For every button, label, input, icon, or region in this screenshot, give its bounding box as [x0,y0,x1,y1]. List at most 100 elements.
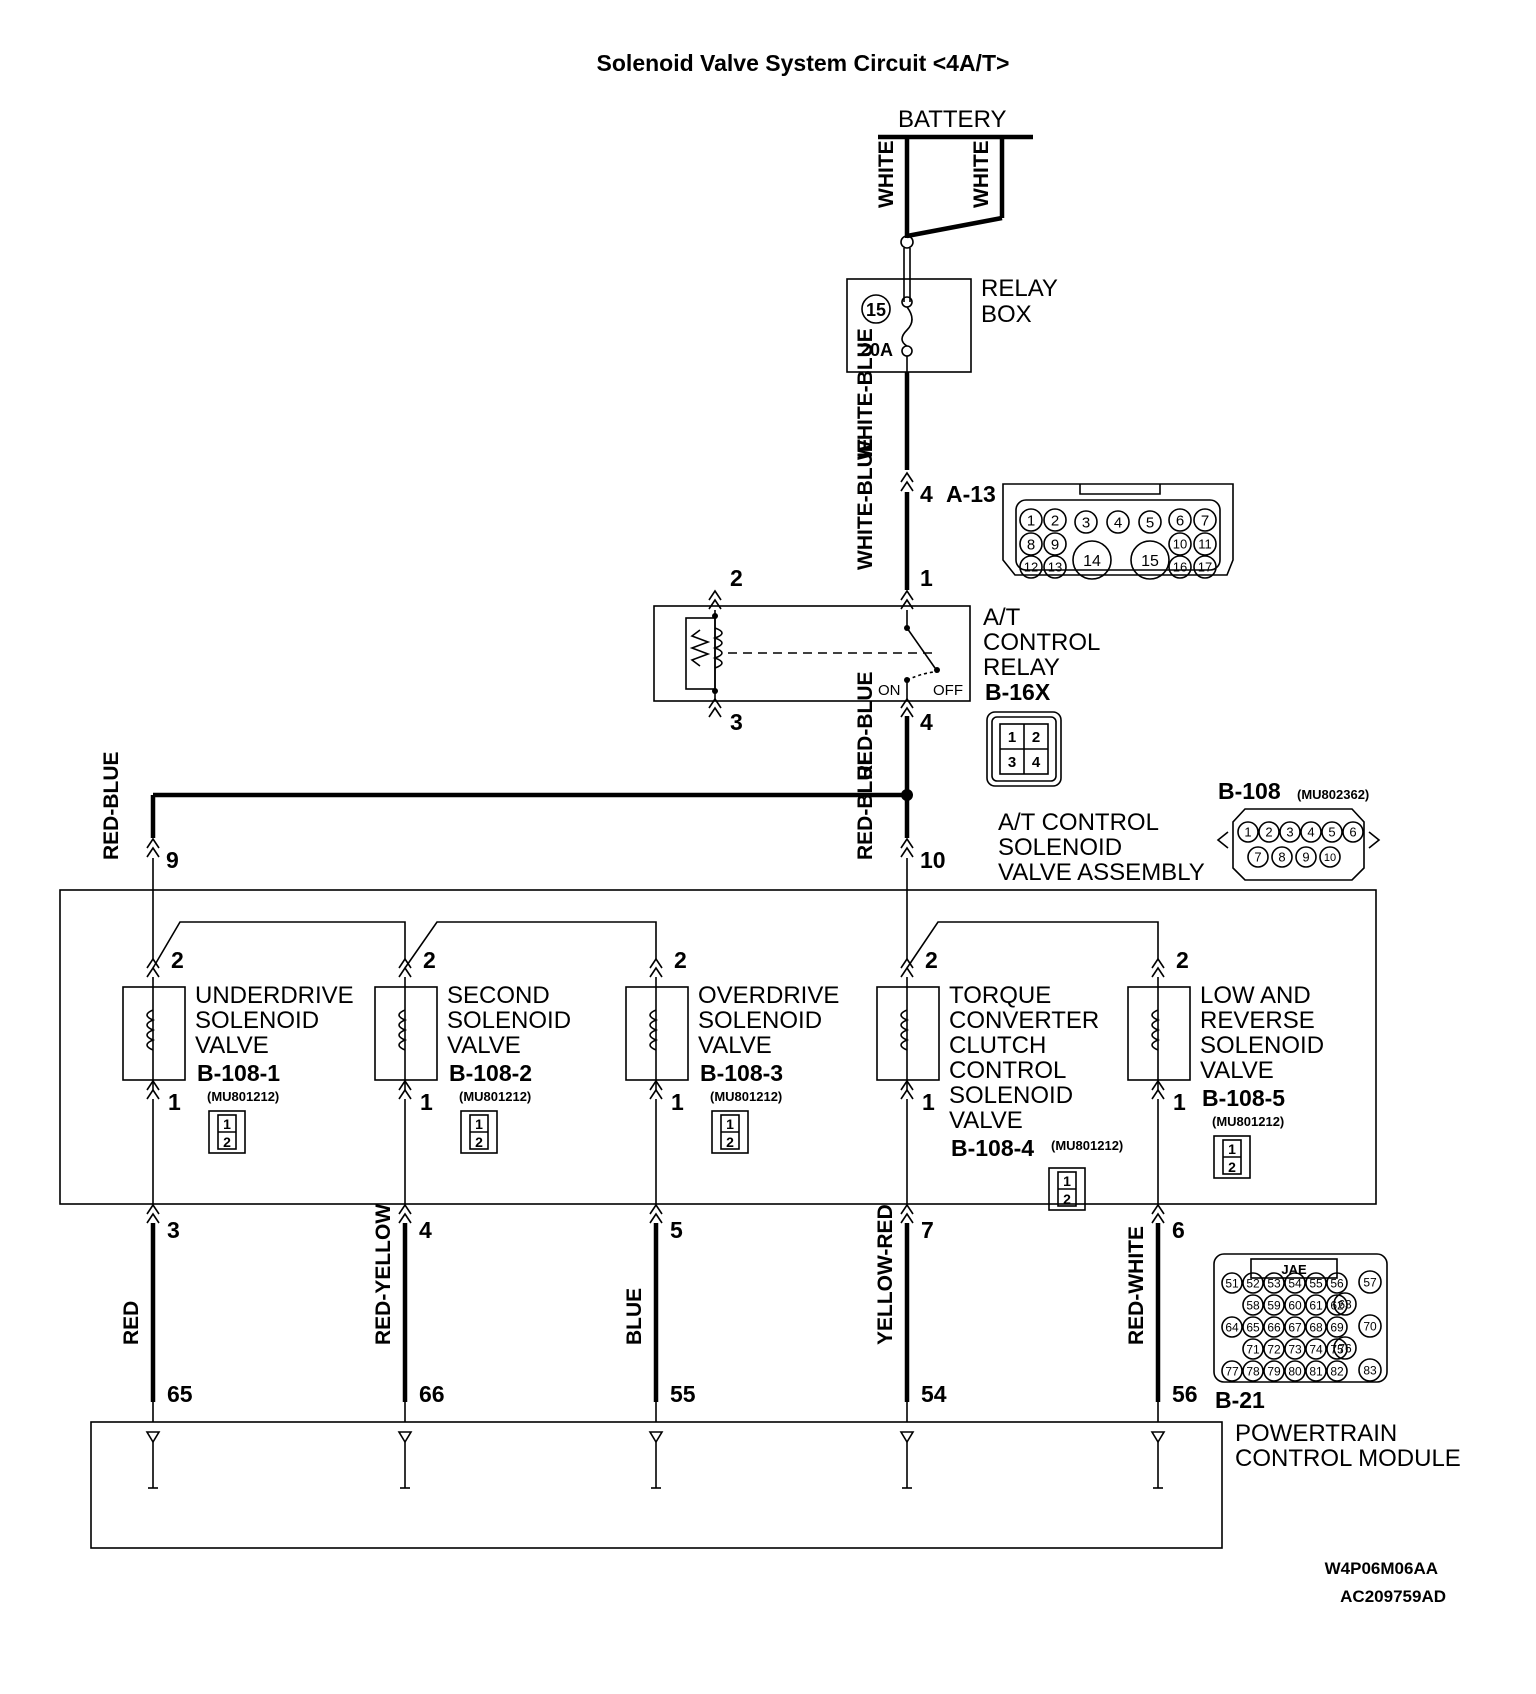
a13-pin-3: 3 [1082,514,1090,531]
valve-5-label-1: LOW AND [1200,982,1311,1009]
connector-arrow-b108-9 [146,838,160,858]
b108-pin-8-ring [1271,846,1293,868]
internal-bus-right [906,921,1159,969]
b21-pin-75-ring [1326,1338,1348,1360]
fuse-number: 15 [866,300,886,320]
valve-1-label-3: VALVE [195,1032,269,1059]
b21-pin-81: 81 [1309,1364,1323,1378]
valve-1-conn-pin-2: 2 [223,1134,231,1150]
a13-pin-6: 6 [1176,512,1184,529]
battery-wire-label-2: WHITE [970,140,993,208]
pcm-label-1: POWERTRAIN [1235,1420,1397,1447]
valve-2-conn-pin-1: 1 [475,1116,483,1132]
a13-pin-3-ring [1074,510,1098,534]
b108-pin-9: 9 [1302,850,1309,865]
valve-3-body [625,986,689,1081]
valve-1-label-1: UNDERDRIVE [195,982,354,1009]
b21-pin-80: 80 [1288,1364,1302,1378]
valve-3-pin-top: 2 [674,947,687,973]
relay-pin-4: 4 [920,709,933,735]
wire-label-red-blue-3: RED-BLUE [854,752,877,861]
pcm-terminal-icon [648,1431,664,1444]
b21-pin-78-ring [1242,1360,1264,1382]
a13-pin-1: 1 [1027,512,1035,529]
b21-pin-66: 66 [1267,1320,1281,1334]
valve-2-top-arrow [398,957,412,978]
connector-arrow-a13 [900,472,914,492]
valve-5-wire-label: RED-WHITE [1125,1226,1148,1345]
connector-a13-face [1002,483,1234,576]
a13-pin-12-ring [1019,555,1043,579]
valve-4: 21TORQUECONVERTERCLUTCHCONTROLSOLENOIDVA… [874,947,1123,1489]
a13-pin-11: 11 [1198,537,1212,552]
solenoid-valves: 21UNDERDRIVESOLENOIDVALVEB-108-1(MU80121… [120,947,1324,1489]
valve-1-part: (MU801212) [207,1089,279,1104]
valve-5-top-arrow [1151,957,1165,978]
valve-2-connector: B-108-2 [449,1060,532,1086]
assembly-label-3: VALVE ASSEMBLY [998,859,1205,886]
valve-5-body [1127,986,1191,1081]
valve-4-part: (MU801212) [1051,1138,1123,1153]
fuse-number-circle [861,294,891,324]
valve-4-connector: B-108-4 [951,1135,1034,1161]
b21-pin-79: 79 [1267,1364,1281,1378]
b108-pin-6-ring [1342,821,1364,843]
relay-pin-1: 1 [920,565,933,591]
b21-pin-68-ring [1305,1316,1327,1338]
valve-1-pin-top: 2 [171,947,184,973]
b21-pin-73: 73 [1288,1342,1302,1356]
b16x-pin-3: 3 [1008,754,1016,771]
b21-pin-83-ring [1358,1358,1382,1382]
b21-pin-56: 56 [1330,1276,1344,1290]
valve-1-pin-bottom: 1 [168,1089,181,1115]
pin-b108-9: 9 [166,847,179,873]
a13-pin-8-ring [1019,532,1043,556]
at-relay-label-1: A/T [983,604,1021,631]
b21-pin-65: 65 [1246,1320,1260,1334]
a13-pin-2: 2 [1051,512,1059,529]
fuse-terminal-bottom [901,345,913,357]
valve-2-part: (MU801212) [459,1089,531,1104]
valve-1-ecu-pin: 65 [167,1381,193,1407]
valve-3-top-arrow [649,957,663,978]
b21-pin-54: 54 [1288,1276,1302,1290]
drawing-code-1: W4P06M06AA [1325,1559,1438,1578]
valve-2-pin-bottom: 1 [420,1089,433,1115]
relay-on-label: ON [878,682,901,699]
b21-pin-82: 82 [1330,1364,1344,1378]
battery-wire-label-1: WHITE [875,140,898,208]
b21-pin-63-ring [1333,1292,1357,1316]
a13-pin-7: 7 [1201,512,1209,529]
b21-pin-77: 77 [1225,1364,1239,1378]
valve-5-bottom-arrow [1151,1079,1165,1100]
b21-pin-69-ring [1326,1316,1348,1338]
valve-1-conn-pin-1: 1 [223,1116,231,1132]
connector-b108-part: (MU802362) [1297,787,1369,802]
b21-pin-53-ring [1263,1272,1285,1294]
valve-3-label-3: VALVE [698,1032,772,1059]
valve-3: 21OVERDRIVESOLENOIDVALVEB-108-3(MU801212… [623,947,839,1489]
b21-pin-52-ring [1242,1272,1264,1294]
valve-2-body [374,986,438,1081]
valve-1-bottom-arrow [146,1079,160,1100]
b16x-pin-4: 4 [1032,754,1041,771]
relay-coil-icon [685,610,723,700]
b21-pin-83: 83 [1363,1363,1377,1377]
valve-4-body [876,986,940,1081]
valve-4-pin-bottom: 1 [922,1089,935,1115]
valve-2: 21SECONDSOLENOIDVALVEB-108-2(MU801212)12… [372,947,571,1489]
a13-pin-5: 5 [1146,514,1154,531]
drawing-code-2: AC209759AD [1340,1587,1446,1606]
assembly-label-2: SOLENOID [998,834,1122,861]
a13-pin-14-ring [1072,540,1112,580]
valve-1-conn-face [208,1110,246,1154]
a13-pin-17-ring [1193,555,1217,579]
valve-5-pin-out: 6 [1172,1217,1185,1243]
b21-pin-56-ring [1326,1272,1348,1294]
a13-pin-5-ring [1138,510,1162,534]
pin-b108-10: 10 [920,847,946,873]
b21-pin-80-ring [1284,1360,1306,1382]
